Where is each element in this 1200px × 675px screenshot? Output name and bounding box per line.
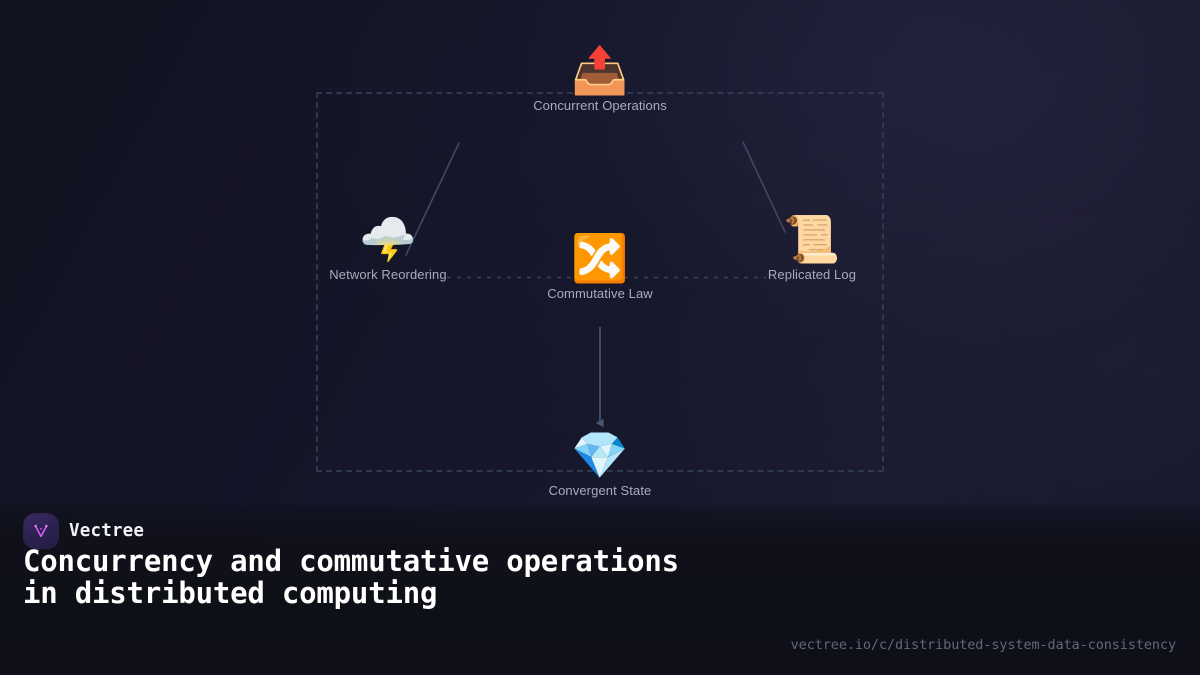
brand-name: Vectree [69,521,145,541]
cloud-with-lightning-icon: 🌩️ [359,212,417,266]
node-label-commutative-law: Commutative Law [547,286,653,301]
page-title: Concurrency and commutative operations i… [23,544,679,610]
vectree-logo-glyph [34,524,48,538]
footer-bar: Vectree Concurrency and commutative oper… [0,505,1200,675]
node-label-network-reordering: Network Reordering [329,267,447,282]
diagram-area: 📤 Concurrent Operations 🌩️ Network Reord… [278,47,922,498]
node-label-concurrent-operations: Concurrent Operations [533,98,667,113]
node-commutative-law[interactable]: 🔀 Commutative Law [490,235,710,301]
node-convergent-state[interactable]: 💎 Convergent State [490,432,710,498]
brand[interactable]: Vectree [24,514,144,548]
node-label-replicated-log: Replicated Log [767,267,857,282]
node-label-convergent-state: Convergent State [548,483,652,498]
node-replicated-log[interactable]: 📜 Replicated Log [702,216,922,282]
arrows-counterclockwise-icon: 🔀 [571,231,629,285]
vectree-logo-icon [24,514,58,548]
outbox-tray-icon: 📤 [571,43,629,97]
gem-stone-icon: 💎 [571,428,629,482]
scroll-icon: 📜 [783,212,841,266]
page-url: vectree.io/c/distributed-system-data-con… [790,637,1176,653]
concurrent-operations-group-box [316,92,884,472]
node-concurrent-operations[interactable]: 📤 Concurrent Operations [490,47,710,113]
node-network-reordering[interactable]: 🌩️ Network Reordering [278,216,498,282]
